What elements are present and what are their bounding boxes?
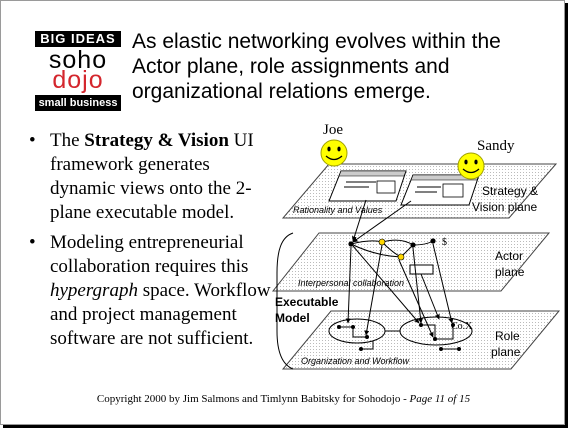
bullet-1-post: UI framework generates dynamic views ont… — [50, 130, 254, 223]
slide-shadow-right — [565, 3, 568, 428]
bullet-1-pre: The — [50, 130, 85, 151]
joe-smiley-icon — [320, 139, 348, 167]
role-plane-label-2: plane — [491, 345, 521, 359]
sohodojo-logo: BIG IDEAS soho dojo small business — [35, 31, 121, 111]
window-left — [328, 170, 407, 202]
rationality-label: Rationality and Values — [293, 205, 383, 215]
bullet-list: • The Strategy & Vision UI framework gen… — [29, 129, 279, 357]
sandy-smiley-icon — [457, 152, 485, 180]
logo-small-business: small business — [35, 95, 121, 111]
actor-plane-label-2: plane — [495, 265, 525, 279]
bullet-2-italic: hypergraph — [50, 280, 138, 301]
bullet-2-pre: Modeling entrepreneurial collaboration r… — [50, 232, 249, 277]
actor-plane — [271, 232, 551, 292]
interpersonal-label: Interpersonal collaboration — [298, 278, 404, 288]
actor-plane-label-1: Actor — [495, 249, 523, 263]
role-nodes — [337, 323, 461, 351]
logo-big-ideas: BIG IDEAS — [35, 31, 121, 47]
strategy-plane-label-1: Strategy & — [482, 184, 538, 198]
logo-soho: soho — [48, 46, 108, 74]
executable-bracket — [276, 232, 294, 370]
executable-label-2: Model — [275, 311, 310, 325]
bullet-2-post: space. Workflow and project management s… — [50, 280, 271, 349]
bullet-1-bold: Strategy & Vision — [84, 130, 229, 151]
slide-title: As elastic networking evolves within the… — [132, 30, 501, 103]
footer: Copyright 2000 by Jim Salmons and Timlyn… — [1, 393, 566, 405]
sandy-label: Sandy — [477, 138, 515, 154]
slide-shadow-bottom — [3, 425, 568, 428]
organization-label: Organization and Workflow — [301, 356, 410, 366]
footer-copyright: Copyright 2000 by Jim Salmons and Timlyn… — [96, 393, 410, 405]
window-right — [400, 174, 480, 206]
cox-label: Co.X — [451, 321, 473, 332]
bullet-item-2: • Modeling entrepreneurial collaboration… — [29, 232, 271, 349]
logo-dojo: dojo — [52, 66, 104, 94]
bullet-item-1: • The Strategy & Vision UI framework gen… — [29, 130, 254, 223]
dollar-label: $ — [442, 237, 447, 248]
joe-label: Joe — [323, 122, 343, 138]
role-plane-label-1: Role — [495, 329, 520, 343]
connector-arrows — [345, 199, 454, 338]
strategy-plane-label-2: Vision plane — [472, 200, 537, 214]
footer-page: Page 11 of 15 — [409, 393, 471, 405]
executable-label-1: Executable — [275, 295, 339, 309]
actor-nodes — [348, 238, 436, 261]
